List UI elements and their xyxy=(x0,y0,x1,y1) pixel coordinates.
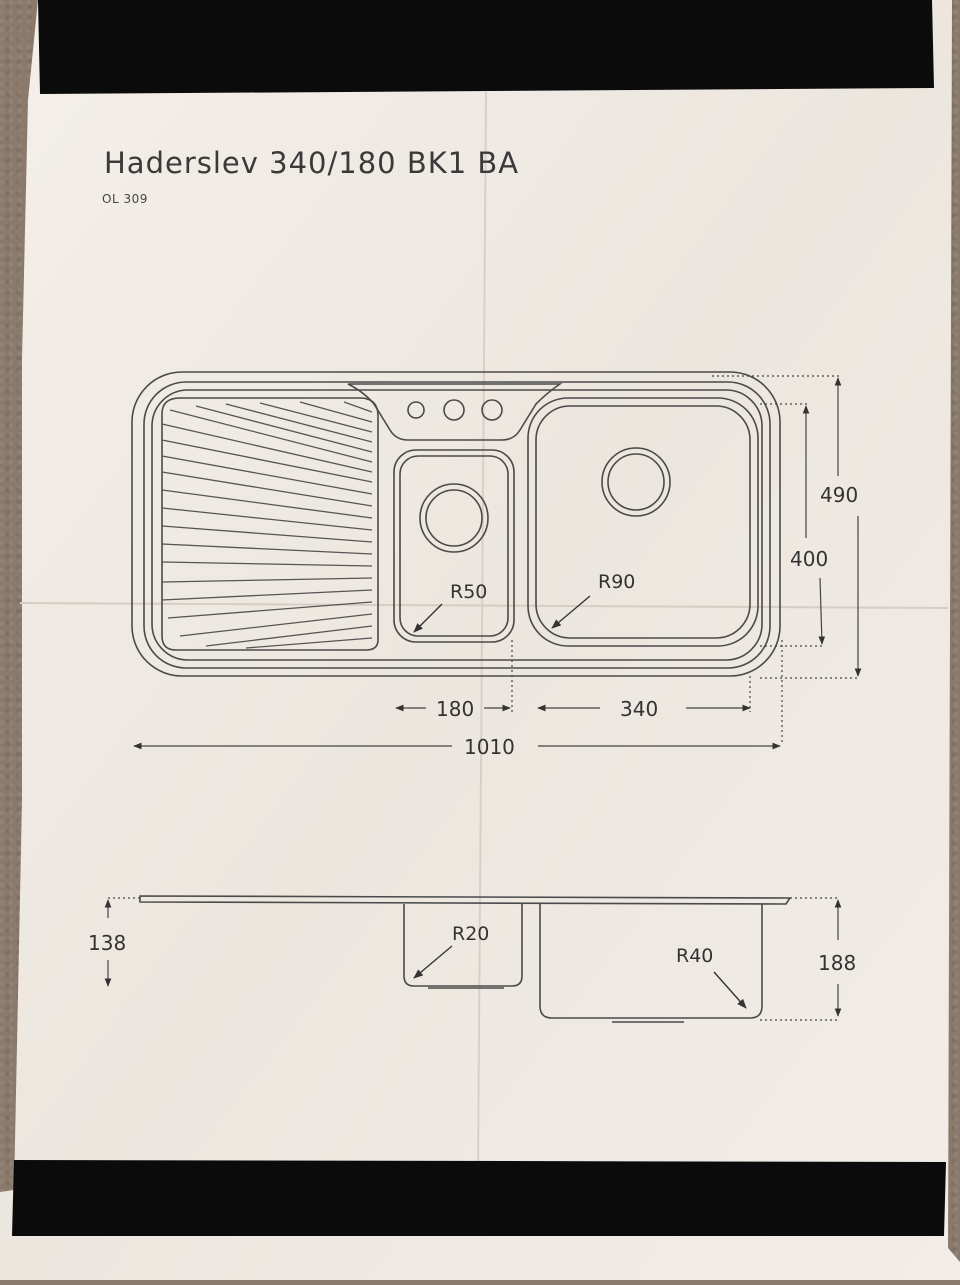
large-bowl-drain xyxy=(601,447,671,517)
product-code: OL 309 xyxy=(102,192,148,206)
bottom-black-band xyxy=(12,1160,946,1236)
side-rim xyxy=(139,895,792,905)
tap-hole-3 xyxy=(481,399,503,421)
dim-490-label: 490 xyxy=(820,483,858,507)
dim-180-label: 180 xyxy=(436,697,474,721)
small-bowl-drain xyxy=(419,483,489,553)
crease-vertical xyxy=(477,91,487,1171)
radius-r90-label: R90 xyxy=(598,571,635,593)
dim-188-label: 188 xyxy=(818,951,856,975)
tap-hole-2 xyxy=(443,399,465,421)
drainer-outline xyxy=(161,397,379,651)
sink-outer-rim xyxy=(131,371,781,677)
side-dimension-lines xyxy=(104,897,842,1021)
dim-400-label: 400 xyxy=(790,547,828,571)
sink-inner-rim xyxy=(143,381,771,669)
small-bowl xyxy=(393,449,515,643)
side-large-bowl xyxy=(539,904,763,1019)
dim-138-label: 138 xyxy=(88,931,126,955)
top-black-band xyxy=(38,0,934,94)
top-dimension-lines xyxy=(133,375,862,750)
radius-r50-label: R50 xyxy=(450,581,487,603)
drainer-grooves xyxy=(161,401,373,649)
side-view-drawing xyxy=(139,895,792,1023)
top-view-drawing xyxy=(131,371,781,677)
dim-340-label: 340 xyxy=(620,697,658,721)
dim-1010-label: 1010 xyxy=(464,735,515,759)
side-small-bowl xyxy=(403,904,523,987)
radius-r40-label: R40 xyxy=(676,945,713,967)
tap-hole-1 xyxy=(407,401,425,419)
tap-deck xyxy=(347,383,563,441)
radius-r20-label: R20 xyxy=(452,923,489,945)
crease-horizontal xyxy=(19,602,949,609)
top-radius-leaders xyxy=(413,595,591,633)
document-title: Haderslev 340/180 BK1 BA xyxy=(104,146,520,180)
large-bowl xyxy=(527,397,759,647)
